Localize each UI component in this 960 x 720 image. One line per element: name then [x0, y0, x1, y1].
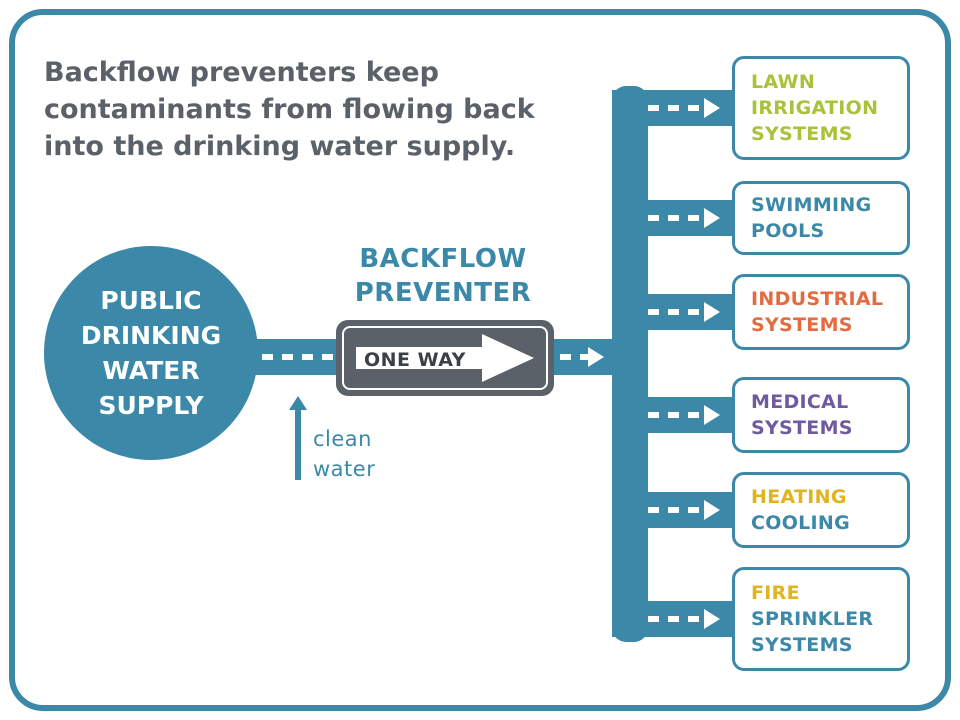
- clean-water-up-arrow-icon: [289, 396, 307, 480]
- supply-label: PUBLIC DRINKING WATER SUPPLY: [66, 283, 236, 423]
- destination-label-line: INDUSTRIAL: [751, 288, 884, 310]
- headline: Backflow preventers keep contaminants fr…: [44, 54, 584, 165]
- clean-water-label: clean water: [313, 424, 375, 484]
- flow-dashes: [560, 354, 590, 360]
- flow-dashes: [648, 105, 706, 111]
- flow-arrowhead-icon: [704, 500, 720, 520]
- destination-label-line: SYSTEMS: [751, 634, 853, 656]
- headline-line: Backflow preventers keep: [44, 57, 439, 88]
- supply-label-line: WATER: [102, 356, 200, 385]
- flow-arrowhead-icon: [704, 609, 720, 629]
- destination-box: INDUSTRIAL SYSTEMS: [732, 274, 910, 350]
- inlet-pipe: [252, 339, 348, 375]
- branch-pipe: [612, 200, 732, 236]
- flow-arrowhead-icon: [704, 98, 720, 118]
- supply-label-line: SUPPLY: [98, 391, 204, 420]
- backflow-title-line: BACKFLOW: [359, 244, 527, 274]
- flow-dashes: [648, 309, 706, 315]
- clean-water-label-line: clean: [313, 427, 372, 451]
- supply-label-line: PUBLIC: [100, 286, 202, 315]
- destination-box: LAWN IRRIGATION SYSTEMS: [732, 56, 910, 160]
- destination-label-line: POOLS: [751, 220, 825, 242]
- supply-label-line: DRINKING: [80, 321, 222, 350]
- flow-dashes: [648, 507, 706, 513]
- distribution-trunk-pipe: [612, 86, 648, 642]
- clean-water-label-line: water: [313, 457, 376, 481]
- destination-box: FIRE SPRINKLER SYSTEMS: [732, 567, 910, 671]
- flow-dashes: [648, 616, 706, 622]
- flow-arrowhead-icon: [704, 405, 720, 425]
- flow-arrowhead-icon: [704, 302, 720, 322]
- flow-dashes: [262, 354, 346, 360]
- one-way-sign: ONE WAY: [336, 320, 554, 396]
- destination-label-line: IRRIGATION: [751, 97, 879, 119]
- destination-label-line: SWIMMING: [751, 194, 872, 216]
- one-way-arrow-icon: [356, 334, 534, 382]
- branch-pipe: [612, 294, 732, 330]
- destination-box: SWIMMING POOLS: [732, 181, 910, 255]
- headline-line: contaminants from flowing back: [44, 94, 535, 125]
- branch-pipe: [612, 90, 732, 126]
- destination-label-line: LAWN: [751, 71, 816, 93]
- flow-dashes: [648, 412, 706, 418]
- backflow-preventer-title: BACKFLOW PREVENTER: [338, 242, 548, 310]
- destination-label-line: MEDICAL: [751, 391, 849, 413]
- flow-arrowhead-icon: [588, 347, 604, 367]
- branch-pipe: [612, 397, 732, 433]
- backflow-title-line: PREVENTER: [354, 278, 532, 308]
- destination-label-line: FIRE: [751, 582, 800, 604]
- flow-dashes: [648, 215, 706, 221]
- sign-text: ONE WAY: [364, 349, 466, 371]
- destination-label-line: HEATING: [751, 486, 847, 508]
- destination-label-line: COOLING: [751, 512, 851, 534]
- public-water-supply: PUBLIC DRINKING WATER SUPPLY: [44, 246, 258, 460]
- branch-pipe: [612, 601, 732, 637]
- headline-line: into the drinking water supply.: [44, 131, 516, 162]
- destination-box: HEATING COOLING: [732, 472, 910, 548]
- destination-label-line: SYSTEMS: [751, 123, 853, 145]
- destination-label-line: SYSTEMS: [751, 314, 853, 336]
- destination-label-line: SYSTEMS: [751, 417, 853, 439]
- branch-pipe: [612, 492, 732, 528]
- sign-border: [342, 326, 548, 390]
- flow-arrowhead-icon: [704, 208, 720, 228]
- destination-label-line: SPRINKLER: [751, 608, 874, 630]
- destination-box: MEDICAL SYSTEMS: [732, 377, 910, 453]
